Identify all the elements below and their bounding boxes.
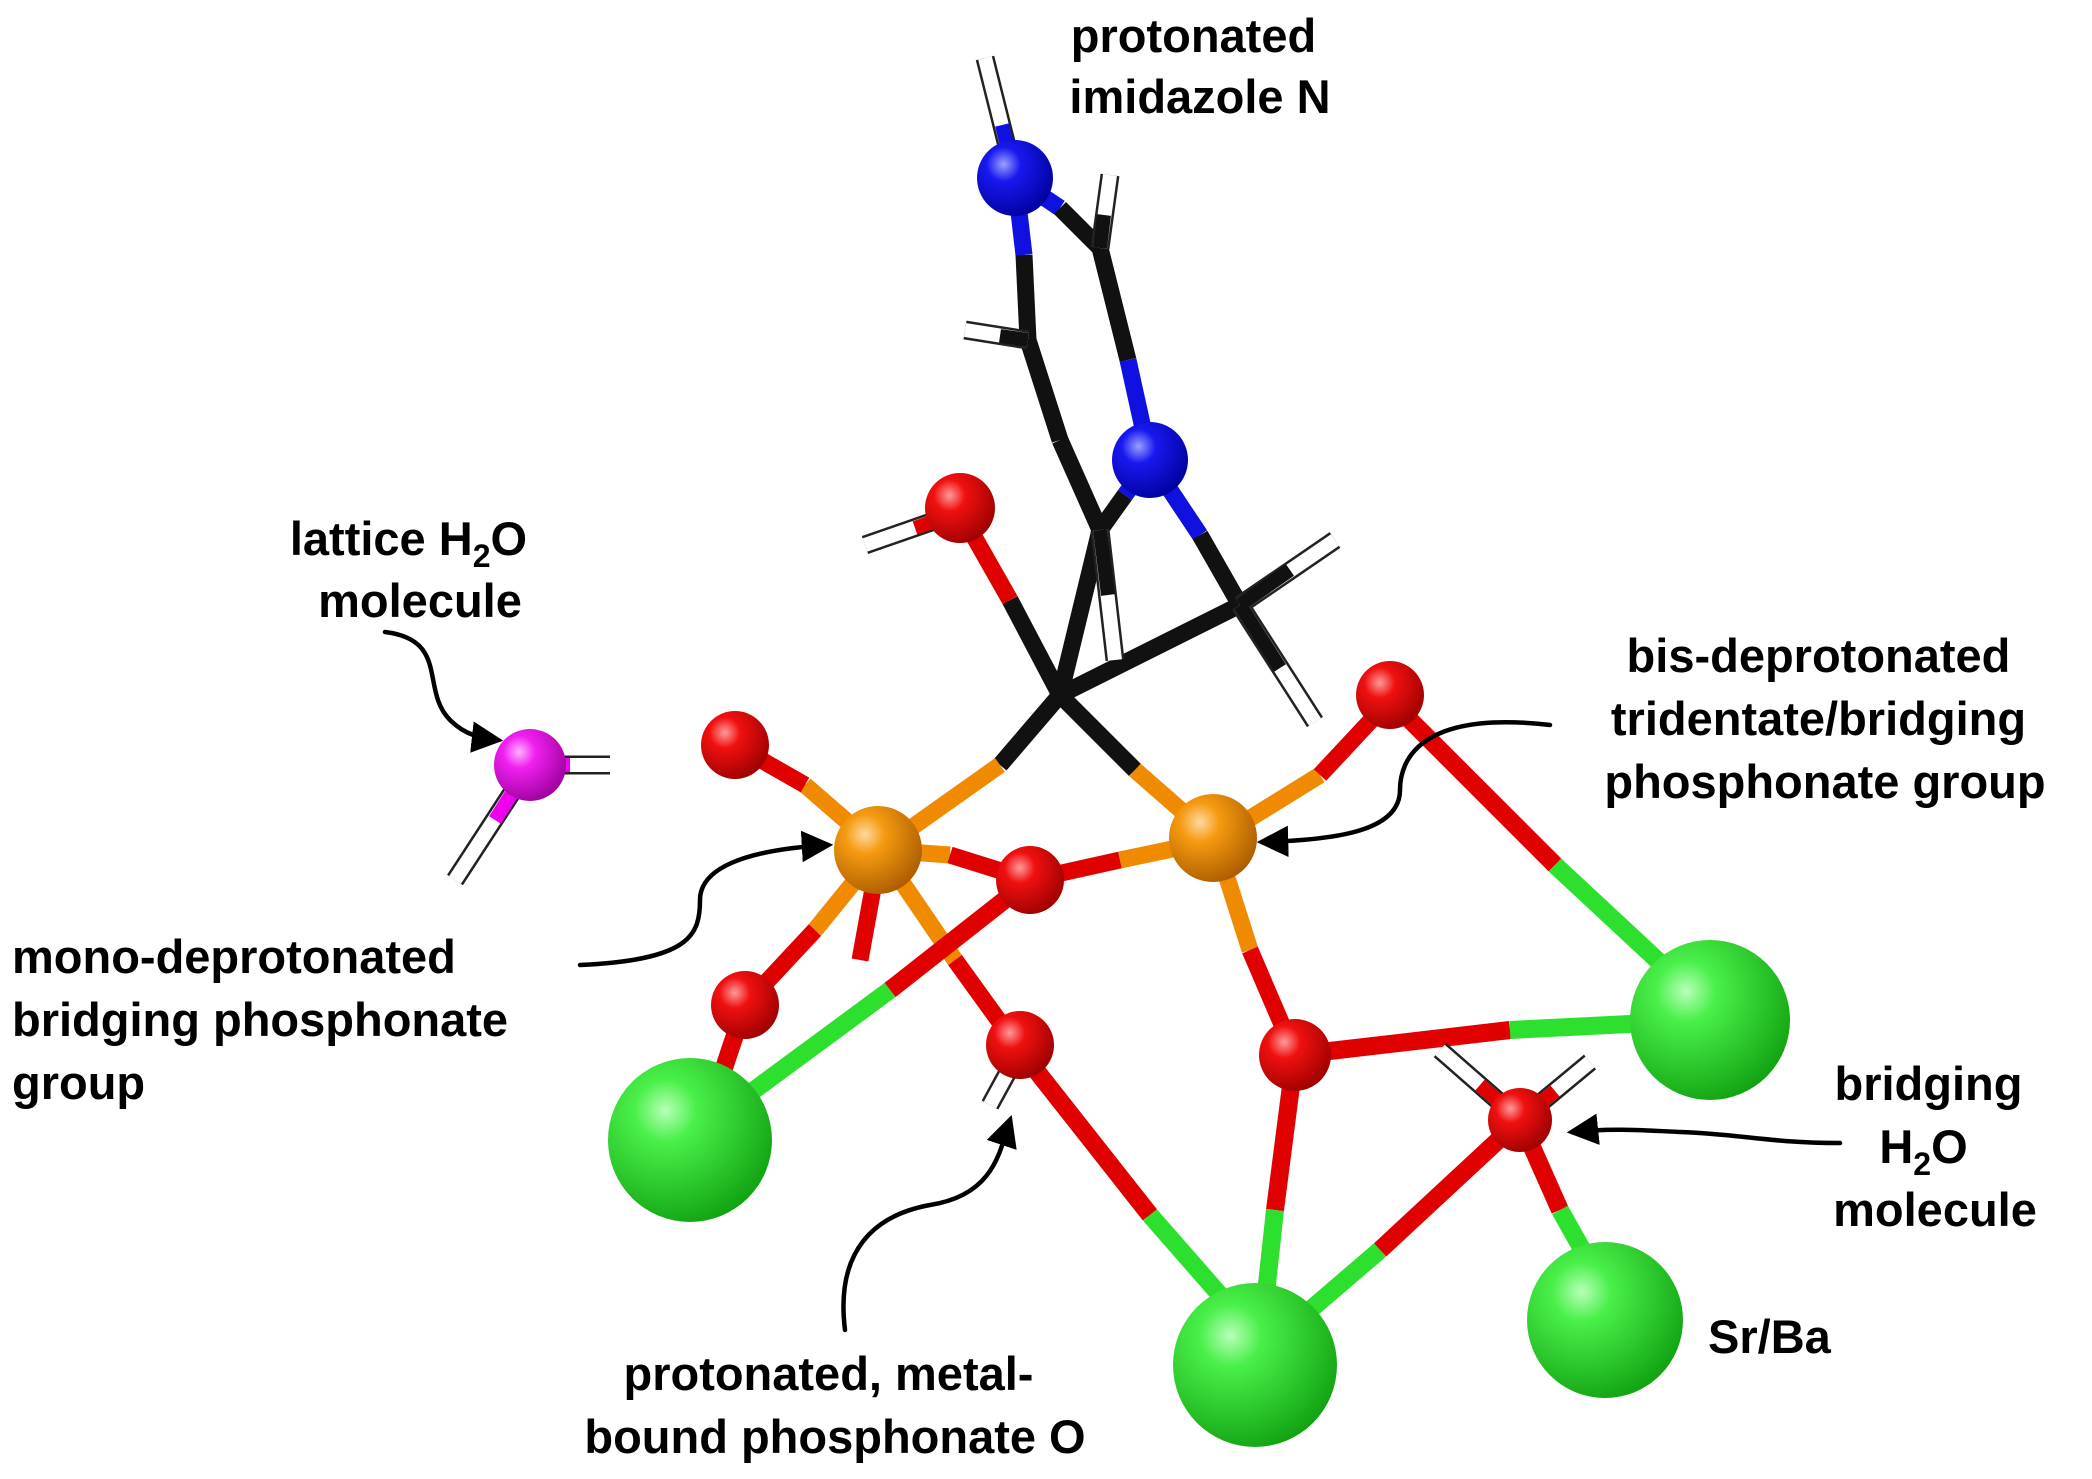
- label-mono-deprotonated: mono-deprotonated bridging phosphonate g…: [12, 930, 521, 1109]
- label-lattice-water: lattice H2O molecule: [290, 512, 540, 627]
- annotation-arrows: [382, 629, 1843, 1333]
- oxygen-atom-p1-lower: [711, 971, 779, 1039]
- label-phosphonate-o-line2: bound phosphonate O: [584, 1410, 1085, 1463]
- lattice-oxygen-atom: [494, 729, 566, 801]
- label-bis-deprotonated: bis-deprotonated tridentate/bridging pho…: [1604, 629, 2045, 808]
- label-mono-line3: group: [12, 1056, 145, 1109]
- label-mono-line1: mono-deprotonated: [12, 930, 456, 983]
- carbon-backbone-bonds: [875, 507, 1305, 857]
- oxygen-atom-bridging-water: [1488, 1088, 1552, 1152]
- oxygen-atom-p2-top: [1356, 661, 1424, 729]
- label-lattice-water-sub: 2: [473, 538, 491, 574]
- label-lattice-water-line1-pre: lattice H: [290, 512, 473, 565]
- arrow-mono-deprotonated: [577, 830, 834, 968]
- label-bis-line3: phosphonate group: [1604, 755, 2045, 808]
- oxygen-atom-protonated: [986, 1011, 1054, 1079]
- arrow-bridging-water: [1566, 1113, 1843, 1146]
- label-bridging-line2-post: O: [1931, 1120, 1968, 1173]
- metal-atom-bottom: [1173, 1283, 1337, 1447]
- arrow-lattice-water: [382, 629, 504, 753]
- label-mono-line2: bridging phosphonate: [12, 993, 508, 1046]
- label-bridging-line2-pre: H: [1879, 1120, 1913, 1173]
- label-bridging-sub: 2: [1913, 1146, 1931, 1182]
- phosphorus-atom-right: [1169, 794, 1257, 882]
- phosphorus-atom-left: [834, 806, 922, 894]
- label-bis-line1: bis-deprotonated: [1627, 629, 2011, 682]
- arrow-phosphonate-o: [841, 1115, 1017, 1333]
- nitrogen-atom-lower: [1112, 422, 1188, 498]
- oxygen-atom-hydroxyl: [925, 473, 995, 543]
- label-metal: Sr/Ba: [1708, 1310, 1832, 1363]
- label-bridging-line1: bridging: [1834, 1057, 2022, 1110]
- label-bis-line2: tridentate/bridging: [1611, 692, 2026, 745]
- metal-atom-left: [608, 1058, 772, 1222]
- label-bridging-water: bridging H2O molecule: [1833, 1057, 2037, 1236]
- label-phosphonate-o: protonated, metal- bound phosphonate O: [584, 1347, 1085, 1463]
- label-lattice-water-line1-post: O: [491, 512, 528, 565]
- oxygen-atom-p2-lower: [1259, 1019, 1331, 1091]
- oxygen-atom-bridge: [996, 846, 1064, 914]
- atoms: [494, 140, 1790, 1447]
- metal-atom-right: [1630, 940, 1790, 1100]
- imidazole-ring-bonds: [1006, 170, 1248, 610]
- label-imidazole-line1: protonated: [1071, 9, 1316, 62]
- label-imidazole-line2: imidazole N: [1069, 70, 1330, 123]
- label-lattice-water-line2: molecule: [318, 574, 522, 627]
- label-imidazole: protonated imidazole N: [1069, 9, 1330, 123]
- oxygen-atom-p1-top: [701, 711, 769, 779]
- label-bridging-line3: molecule: [1833, 1183, 2037, 1236]
- nitrogen-atom-top: [977, 140, 1053, 216]
- metal-atom-small: [1527, 1242, 1683, 1398]
- labels: protonated imidazole N lattice H2O molec…: [12, 9, 2046, 1463]
- label-phosphonate-o-line1: protonated, metal-: [623, 1347, 1033, 1400]
- arrow-bis-deprotonated: [1256, 720, 1553, 858]
